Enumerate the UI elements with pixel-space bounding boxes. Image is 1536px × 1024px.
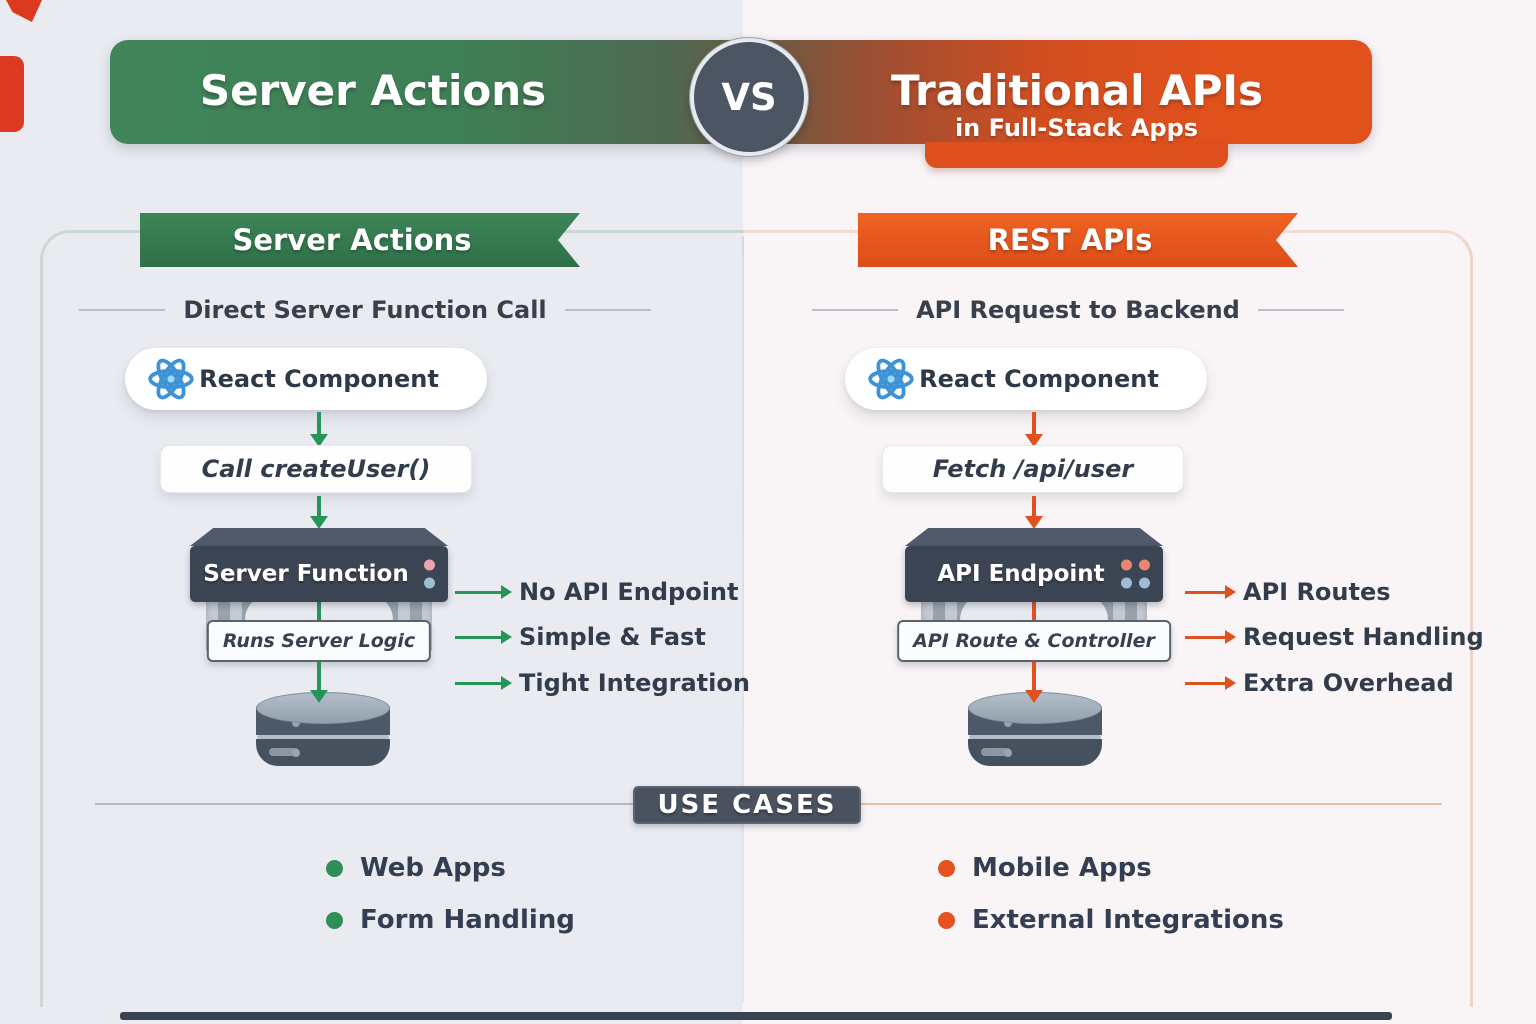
flow-arrow-down-icon xyxy=(317,412,321,434)
db-dash xyxy=(981,748,1011,756)
use-case-label: Web Apps xyxy=(360,853,506,883)
benefit-label: Extra Overhead xyxy=(1243,669,1454,697)
react-atom-icon xyxy=(148,358,194,400)
benefit-label: API Routes xyxy=(1243,578,1391,606)
divider-line xyxy=(564,309,651,311)
server-title: Server Function xyxy=(203,561,409,587)
benefit-label: Simple & Fast xyxy=(519,623,706,651)
led-dot-icon xyxy=(1139,577,1150,589)
benefit-label: No API Endpoint xyxy=(519,578,739,606)
flow-arrow-down-icon xyxy=(1032,662,1036,690)
led-dot-icon xyxy=(1121,577,1132,589)
react-component-label: React Component xyxy=(919,365,1159,393)
column-divider xyxy=(742,236,744,1002)
benefit-row: Tight Integration xyxy=(455,668,750,698)
api-endpoint-box: API Endpoint API Route & Controller xyxy=(897,528,1171,664)
section-title-right: API Request to Backend xyxy=(778,296,1378,324)
bullet-dot-icon xyxy=(326,911,343,929)
server-top-face xyxy=(905,528,1163,546)
benefit-arrow-icon xyxy=(1185,681,1225,685)
flow-arrow-down-icon xyxy=(1032,496,1036,516)
divider-line xyxy=(1257,309,1344,311)
benefit-arrow-icon xyxy=(455,681,501,685)
flow-arrow-down-icon xyxy=(317,662,321,690)
benefit-row: Simple & Fast xyxy=(455,622,706,652)
db-dot xyxy=(292,749,300,757)
server-function-box: Server Function Runs Server Logic xyxy=(190,528,448,664)
section-title-left: Direct Server Function Call xyxy=(45,296,685,324)
server-front-face: Server Function xyxy=(190,546,448,602)
bullet-dot-icon xyxy=(938,859,955,877)
benefit-arrow-icon xyxy=(455,635,501,639)
benefit-row: API Routes xyxy=(1185,577,1391,607)
use-case-item: External Integrations xyxy=(938,904,1284,936)
use-case-item: Web Apps xyxy=(326,852,506,884)
database-icon xyxy=(968,692,1102,768)
flow-line xyxy=(317,584,321,654)
react-component-box-left: React Component xyxy=(125,348,487,410)
db-dash xyxy=(269,748,299,756)
db-dot xyxy=(292,719,300,727)
ribbon-server-actions: Server Actions xyxy=(140,213,580,267)
red-artifact-left xyxy=(0,56,24,132)
led-dot-icon xyxy=(424,559,435,571)
server-title: API Endpoint xyxy=(937,561,1105,587)
background-left-half xyxy=(0,0,743,1024)
benefit-label: Tight Integration xyxy=(519,669,750,697)
use-cases-badge: USE CASES xyxy=(633,786,861,824)
led-dot-icon xyxy=(424,577,435,589)
db-separator xyxy=(969,735,1101,739)
db-dot xyxy=(1004,749,1012,757)
server-front-face: API Endpoint xyxy=(905,546,1163,602)
bottom-rule xyxy=(120,1012,1392,1020)
header-subtitle: in Full-Stack Apps xyxy=(954,114,1199,142)
database-icon xyxy=(256,692,390,768)
use-case-label: External Integrations xyxy=(972,905,1284,935)
header-title-right: Traditional APIs xyxy=(890,66,1264,115)
react-component-box-right: React Component xyxy=(845,348,1207,410)
benefit-arrow-icon xyxy=(1185,635,1225,639)
server-led-dots xyxy=(1121,559,1150,589)
benefit-row: Request Handling xyxy=(1185,622,1484,652)
benefit-row: Extra Overhead xyxy=(1185,668,1454,698)
benefit-arrow-icon xyxy=(1185,590,1225,594)
use-cases-line-left xyxy=(95,803,633,805)
background-right-half xyxy=(743,0,1536,1024)
flow-arrow-down-icon xyxy=(317,496,321,516)
use-case-item: Mobile Apps xyxy=(938,852,1152,884)
flow-line xyxy=(1032,584,1036,654)
ribbon-rest-apis: REST APIs xyxy=(858,213,1298,267)
fetch-api-box: Fetch /api/user xyxy=(882,445,1184,493)
server-sublabel: API Route & Controller xyxy=(897,620,1171,662)
server-top-face xyxy=(190,528,448,546)
react-component-label: React Component xyxy=(199,365,439,393)
db-separator xyxy=(257,735,389,739)
vs-badge: VS xyxy=(690,38,808,156)
header-title-left: Server Actions xyxy=(199,66,547,115)
header-subtitle-tab xyxy=(925,142,1228,168)
bullet-dot-icon xyxy=(938,911,955,929)
divider-line xyxy=(812,309,899,311)
section-title-left-text: Direct Server Function Call xyxy=(183,296,547,324)
divider-line xyxy=(79,309,166,311)
benefit-arrow-icon xyxy=(455,590,501,594)
led-dot-icon xyxy=(1139,559,1150,571)
server-led-dots xyxy=(424,559,435,589)
benefit-row: No API Endpoint xyxy=(455,577,739,607)
benefit-label: Request Handling xyxy=(1243,623,1484,651)
react-atom-icon xyxy=(868,358,914,400)
db-dot xyxy=(1004,719,1012,727)
server-sublabel: Runs Server Logic xyxy=(206,620,432,662)
call-create-user-box: Call createUser() xyxy=(160,445,472,493)
use-cases-line-right xyxy=(861,803,1442,805)
use-case-label: Mobile Apps xyxy=(972,853,1152,883)
use-case-label: Form Handling xyxy=(360,905,575,935)
flow-arrow-down-icon xyxy=(1032,412,1036,434)
led-dot-icon xyxy=(1121,559,1132,571)
use-case-item: Form Handling xyxy=(326,904,575,936)
bullet-dot-icon xyxy=(326,859,343,877)
section-title-right-text: API Request to Backend xyxy=(916,296,1240,324)
